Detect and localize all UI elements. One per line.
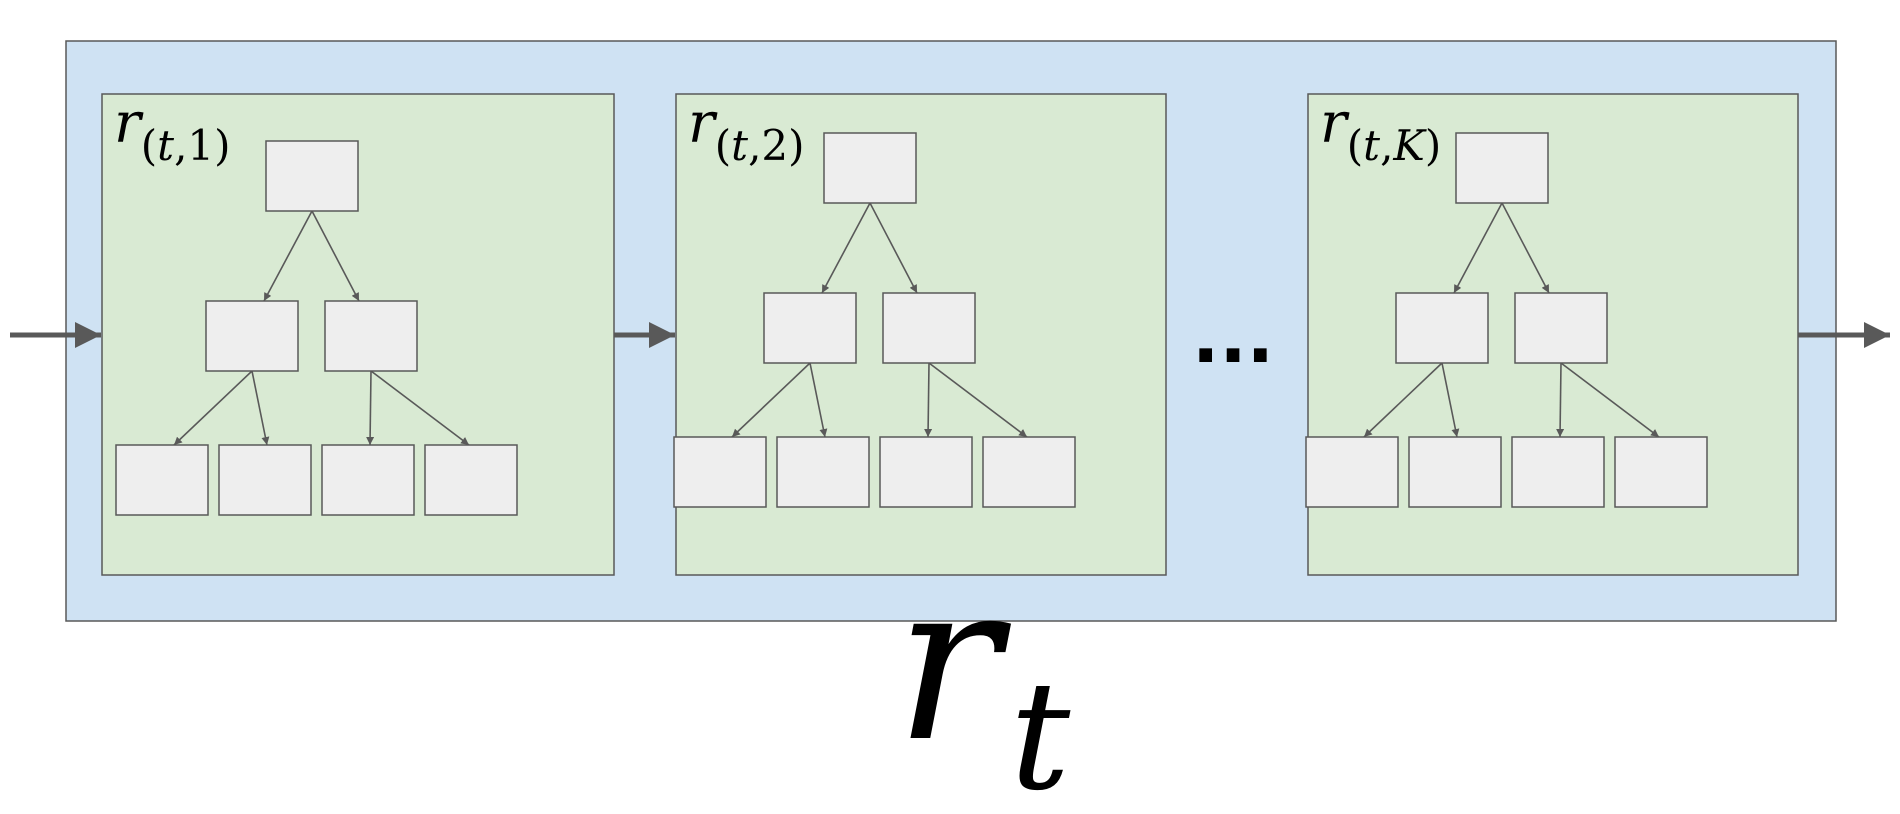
tree-edge-arrow	[928, 362, 1028, 438]
tree-leaf-node	[1408, 436, 1502, 508]
tree-edge-arrow	[1441, 362, 1460, 438]
tree-leaf-node	[218, 444, 312, 516]
panel-label-symbol: r	[114, 91, 144, 156]
tree-leaf-node	[321, 444, 415, 516]
tree-edge-arrow	[869, 202, 918, 294]
tree-root-node	[265, 140, 359, 212]
tree	[673, 132, 1076, 508]
tree-edge-arrow	[1363, 362, 1443, 438]
tree-nodes	[673, 132, 1076, 508]
tree-edge-arrow	[263, 210, 313, 302]
caption-symbol: r	[895, 534, 1012, 790]
panels: r(t,1)r(t,2)r(t,K)	[101, 91, 1799, 576]
tree-edge-arrow	[731, 362, 811, 438]
tree	[115, 140, 518, 516]
tree-edge-arrow	[924, 362, 933, 438]
tree-internal-node	[205, 300, 299, 372]
tree-internal-node	[1395, 292, 1489, 364]
tree-edge-arrow	[370, 370, 470, 446]
panel-label-subscript: (t,2)	[715, 121, 805, 170]
tree-edge-arrow	[1501, 202, 1550, 294]
tree-internal-node	[324, 300, 418, 372]
panel-3: r(t,K)	[1305, 91, 1799, 576]
tree	[1305, 132, 1708, 508]
tree-leaf-node	[424, 444, 518, 516]
tree-leaf-node	[982, 436, 1076, 508]
panel-label: r(t,2)	[688, 91, 805, 170]
tree-edge-arrow	[311, 210, 360, 302]
tree-edge-arrow	[821, 202, 871, 294]
ellipsis: ...	[1192, 295, 1274, 379]
tree-internal-node	[882, 292, 976, 364]
tree-root-node	[823, 132, 917, 204]
tree-edge-arrow	[173, 370, 253, 446]
tree-edge-arrow	[366, 370, 375, 446]
panel-label: r(t,1)	[114, 91, 231, 170]
tree-leaf-node	[776, 436, 870, 508]
panel-1: r(t,1)	[101, 91, 615, 576]
tree-nodes	[115, 140, 518, 516]
tree-leaf-node	[115, 444, 209, 516]
tree-edge-arrow	[1560, 362, 1660, 438]
tree-edge-arrow	[1556, 362, 1565, 438]
caption-rt: r t	[895, 534, 1071, 814]
tree-nodes	[1305, 132, 1708, 508]
tree-leaf-node	[1305, 436, 1399, 508]
panel-label: r(t,K)	[1320, 91, 1441, 170]
tree-edge-arrow	[1453, 202, 1503, 294]
tree-edges	[1363, 202, 1660, 438]
panel-label-symbol: r	[1320, 91, 1350, 156]
tree-edges	[173, 210, 470, 446]
tree-leaf-node	[1614, 436, 1708, 508]
panel-label-subscript: (t,1)	[141, 121, 231, 170]
tree-leaf-node	[673, 436, 767, 508]
tree-edge-arrow	[251, 370, 270, 446]
panel-label-symbol: r	[688, 91, 718, 156]
tree-root-node	[1455, 132, 1549, 204]
tree-leaf-node	[879, 436, 973, 508]
tree-internal-node	[763, 292, 857, 364]
panel-label-subscript: (t,K)	[1347, 121, 1441, 170]
tree-leaf-node	[1511, 436, 1605, 508]
tree-edge-arrow	[809, 362, 828, 438]
panel-2: r(t,2)	[673, 91, 1167, 576]
tree-edges	[731, 202, 1028, 438]
tree-internal-node	[1514, 292, 1608, 364]
caption-subscript: t	[1010, 650, 1071, 814]
